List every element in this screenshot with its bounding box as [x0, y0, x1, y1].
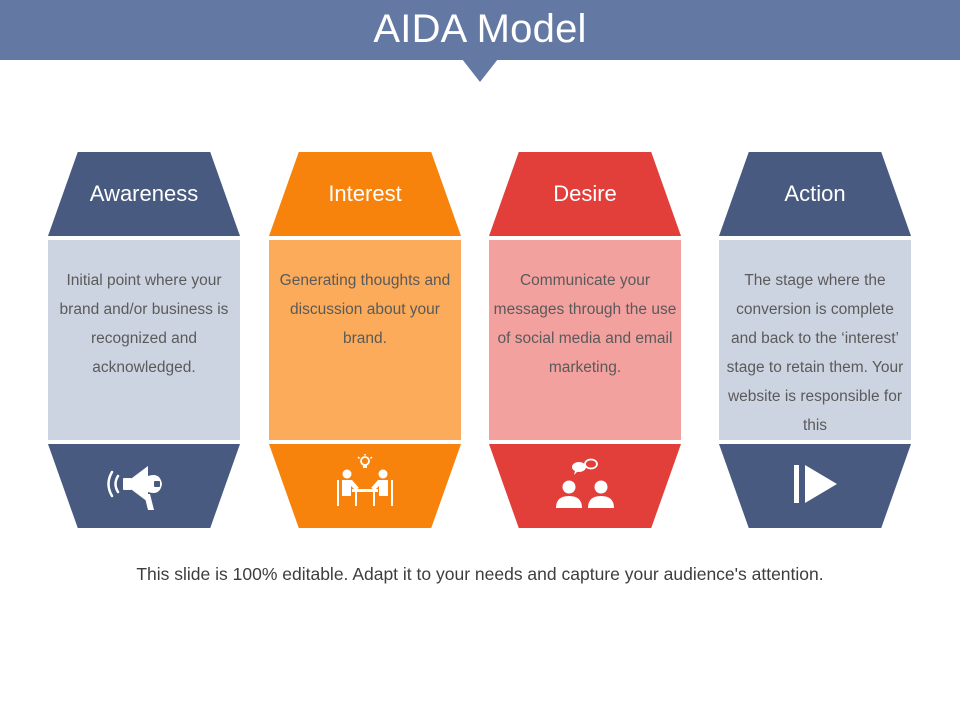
meeting-idea-icon [337, 454, 393, 506]
stage-description: Generating thoughts and discussion about… [279, 272, 451, 347]
stage-body: Communicate your messages through the us… [489, 240, 681, 440]
stage-body: Initial point where your brand and/or bu… [48, 240, 240, 440]
stage-interest: Interest Generating thoughts and discuss… [269, 152, 461, 528]
stage-foot [48, 444, 240, 528]
header-bar [0, 0, 960, 60]
stage-head [719, 152, 911, 236]
stage-foot [489, 444, 681, 528]
stage-desire: Desire Communicate your messages through… [489, 152, 681, 528]
stage-description: The stage where the conversion is comple… [726, 272, 904, 434]
stage-description: Initial point where your brand and/or bu… [59, 272, 229, 376]
footer-caption: This slide is 100% editable. Adapt it to… [136, 564, 824, 584]
stage-head [489, 152, 681, 236]
stage-action: Action The stage where the conversion is… [719, 152, 911, 528]
stage-body: The stage where the conversion is comple… [719, 240, 911, 440]
people-chat-icon [556, 458, 614, 508]
page-title: AIDA Model [373, 7, 587, 51]
stage-head [269, 152, 461, 236]
stage-title: Interest [328, 181, 402, 206]
stage-title: Action [784, 181, 846, 206]
header-pointer [462, 59, 498, 82]
megaphone-icon [107, 466, 162, 510]
stage-foot [719, 444, 911, 528]
stage-description: Communicate your messages through the us… [493, 272, 677, 376]
stage-title: Awareness [89, 181, 199, 206]
stage-body: Generating thoughts and discussion about… [269, 240, 461, 440]
stage-title: Desire [553, 181, 617, 206]
stage-foot [269, 444, 461, 528]
stage-awareness: Awareness Initial point where your brand… [48, 152, 240, 528]
stage-head [48, 152, 240, 236]
play-icon [794, 465, 837, 503]
